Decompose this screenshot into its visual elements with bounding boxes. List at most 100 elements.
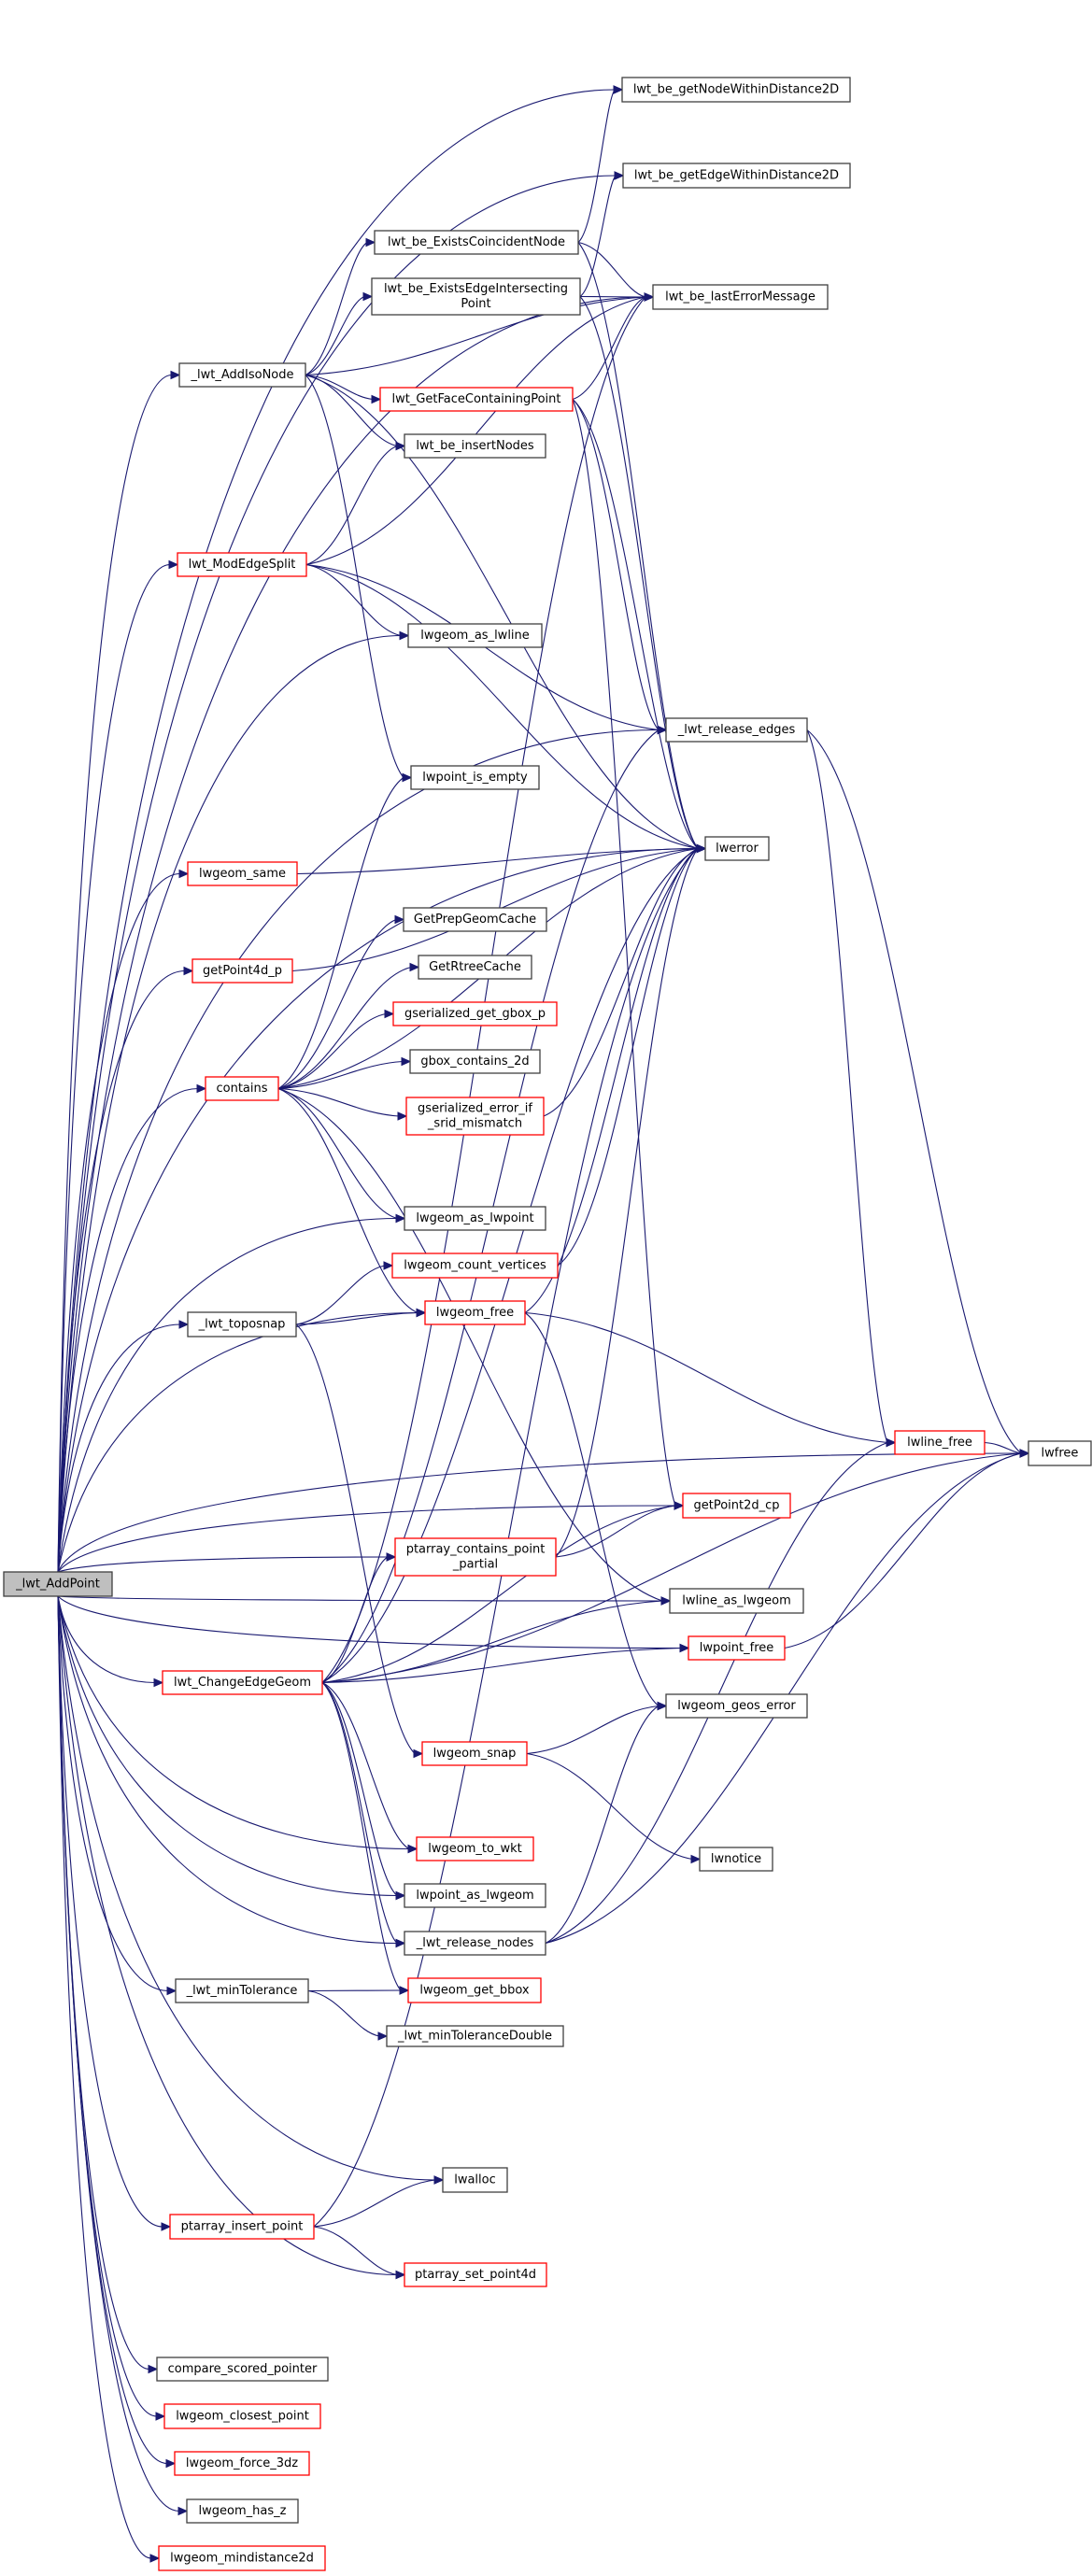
node-label: lwgeom_count_vertices [404, 1259, 546, 1273]
node-lwalloc[interactable]: lwalloc [442, 2167, 508, 2193]
edge-addiso-to-getface [305, 374, 374, 401]
node-label: gserialized_error_if [418, 1102, 532, 1116]
node-label: lwgeom_same [199, 867, 286, 881]
node-getnode[interactable]: lwt_be_getNodeWithinDistance2D [621, 77, 851, 103]
node-lwnotice[interactable]: lwnotice [699, 1847, 773, 1872]
node-getgbox[interactable]: gserialized_get_gbox_p [392, 1001, 558, 1026]
node-same[interactable]: lwgeom_same [187, 861, 298, 886]
node-setpoint4d[interactable]: ptarray_set_point4d [404, 2262, 547, 2287]
node-contains[interactable]: contains [205, 1076, 279, 1101]
node-aslwline[interactable]: lwgeom_as_lwline [407, 623, 543, 648]
arrowhead-icon [149, 2554, 161, 2563]
node-box [404, 2262, 547, 2287]
node-mintoldouble[interactable]: _lwt_minToleranceDouble [386, 2025, 564, 2047]
node-box [178, 362, 306, 388]
node-pointfree[interactable]: lwpoint_free [688, 1635, 786, 1661]
node-addiso[interactable]: _lwt_AddIsoNode [178, 362, 306, 388]
node-mindist[interactable]: lwgeom_mindistance2d [158, 2545, 326, 2571]
node-ptcontains[interactable]: ptarray_contains_point_partial [394, 1537, 557, 1577]
edge-addpoint-to-force3dz [57, 1595, 168, 2465]
node-linefree[interactable]: lwline_free [894, 1430, 986, 1455]
node-countvert[interactable]: lwgeom_count_vertices [391, 1253, 559, 1279]
node-label: ptarray_insert_point [181, 2220, 304, 2234]
node-pointaslwgeom[interactable]: lwpoint_as_lwgeom [404, 1883, 546, 1908]
node-geoserror[interactable]: lwgeom_geos_error [665, 1693, 808, 1719]
node-insertnodes[interactable]: lwt_be_insertNodes [404, 433, 546, 459]
node-geomfree[interactable]: lwgeom_free [424, 1300, 526, 1325]
node-box [416, 1836, 534, 1861]
arrowhead-icon [365, 237, 376, 248]
arrowhead-icon [613, 85, 624, 94]
node-prepcache[interactable]: GetPrepGeomCache [403, 907, 547, 932]
arrowhead-icon [362, 291, 374, 302]
edge-contains-to-getgbox [277, 1012, 387, 1090]
node-reledges[interactable]: _lwt_release_edges [665, 717, 808, 743]
node-label: lwgeom_closest_point [176, 2410, 309, 2424]
node-getbbox[interactable]: lwgeom_get_bbox [407, 1977, 542, 2003]
node-lineaslwgeom[interactable]: lwline_as_lwgeom [669, 1588, 804, 1614]
node-addpoint[interactable]: _lwt_AddPoint [3, 1571, 113, 1597]
node-relnodes[interactable]: _lwt_release_nodes [404, 1931, 546, 1956]
node-force3dz[interactable]: lwgeom_force_3dz [174, 2451, 310, 2476]
node-lwerror[interactable]: lwerror [704, 836, 770, 861]
node-insertpoint[interactable]: ptarray_insert_point [169, 2214, 315, 2240]
edge-contains-to-prepcache [277, 918, 397, 1090]
node-isempty[interactable]: lwpoint_is_empty [410, 765, 540, 790]
node-label: _lwt_AddIsoNode [191, 368, 294, 382]
node-toposnap[interactable]: _lwt_toposnap [187, 1311, 297, 1338]
node-closestpoint[interactable]: lwgeom_closest_point [163, 2403, 321, 2429]
edge-reledges-to-lwfree [806, 729, 1022, 1454]
node-hasz[interactable]: lwgeom_has_z [186, 2498, 299, 2524]
node-modsplit[interactable]: lwt_ModEdgeSplit [177, 552, 307, 577]
node-box [394, 1537, 557, 1577]
arrowhead-icon [657, 1701, 668, 1711]
node-lasterr[interactable]: lwt_be_lastErrorMessage [652, 284, 829, 310]
edge-addpoint-to-closestpoint [57, 1595, 158, 2417]
node-comparescored[interactable]: compare_scored_pointer [156, 2357, 329, 2382]
node-aslwpoint[interactable]: lwgeom_as_lwpoint [404, 1206, 546, 1231]
node-box [404, 1883, 546, 1908]
edge-mintol-to-getbbox [307, 1989, 402, 1992]
edge-changeedge-to-towkt [321, 1681, 410, 1849]
arrowhead-icon [395, 441, 406, 451]
node-mintol[interactable]: _lwt_minTolerance [175, 1978, 309, 2003]
arrowhead-icon [161, 2222, 172, 2231]
edge-changeedge-to-ptcontains [321, 1556, 389, 1684]
nodes-layer: _lwt_AddPoint lwt_be_getNodeWithinDistanc… [3, 77, 1092, 2571]
node-rtreecache[interactable]: GetRtreeCache [418, 955, 532, 980]
node-lwfree[interactable]: lwfree [1028, 1440, 1092, 1466]
node-coincident[interactable]: lwt_be_ExistsCoincidentNode [374, 230, 579, 255]
arrowhead-icon [153, 1677, 164, 1688]
edge-addpoint-to-lineaslwgeom [57, 1595, 663, 1602]
edge-sridmismatch-to-lwerror [543, 848, 699, 1117]
node-sridmismatch[interactable]: gserialized_error_if_srid_mismatch [405, 1097, 545, 1136]
edge-coincident-to-lwerror [577, 242, 699, 849]
edge-getface-to-reledges [572, 399, 659, 730]
node-getpoint2d[interactable]: getPoint2d_cp [682, 1493, 791, 1519]
edge-snap-to-geoserror [526, 1705, 659, 1755]
node-towkt[interactable]: lwgeom_to_wkt [416, 1836, 534, 1861]
edge-modsplit-to-aslwline [305, 563, 402, 637]
arrowhead-icon [696, 843, 707, 854]
arrowhead-icon [657, 725, 668, 735]
node-label: _srid_mismatch [427, 1117, 522, 1131]
node-snap[interactable]: lwgeom_snap [421, 1741, 528, 1766]
node-box [374, 230, 579, 255]
node-gboxcontains[interactable]: gbox_contains_2d [409, 1049, 541, 1074]
arrowhead-icon [384, 1009, 395, 1019]
node-label: lwt_be_getEdgeWithinDistance2D [634, 169, 839, 183]
node-box [187, 861, 298, 886]
arrowhead-icon [395, 1890, 406, 1901]
edge-toposnap-to-snap [295, 1323, 416, 1754]
node-label: Point [461, 297, 490, 311]
edges-layer [57, 85, 1030, 2563]
node-getface[interactable]: lwt_GetFaceContainingPoint [379, 387, 574, 412]
arrowhead-icon [660, 1596, 672, 1606]
edge-contains-to-geomfree [277, 1087, 418, 1314]
edge-modsplit-to-insertnodes [305, 445, 398, 566]
node-getpoint4d[interactable]: getPoint4d_p [191, 958, 293, 984]
node-getedge[interactable]: lwt_be_getEdgeWithinDistance2D [622, 163, 851, 189]
node-label: lwt_be_insertNodes [416, 439, 534, 453]
node-changeedge[interactable]: lwt_ChangeEdgeGeom [162, 1670, 323, 1695]
